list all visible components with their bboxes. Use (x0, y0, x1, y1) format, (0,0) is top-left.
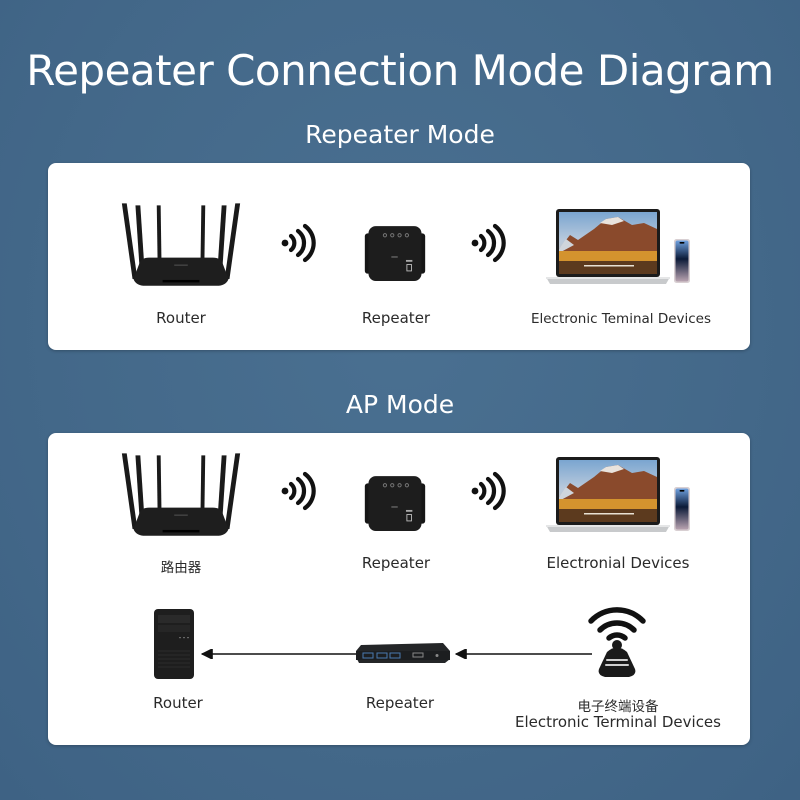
wifi-router-icon (118, 203, 244, 291)
repeater-mode-heading: Repeater Mode (305, 120, 495, 149)
wireless-signal-icon (280, 471, 316, 511)
repeater-mode-panel: Router Repeater Electronic Teminal Devic… (48, 163, 750, 350)
repeater-label: Repeater (361, 554, 431, 572)
connection-arrow (454, 649, 592, 659)
tower-server-icon (152, 607, 196, 681)
laptop-phone-icon (544, 207, 694, 289)
repeater-label: Repeater (365, 694, 435, 712)
repeater-plug-icon (363, 223, 427, 285)
terminal-devices-label: Electronic Teminal Devices (530, 311, 712, 327)
ap-mode-heading: AP Mode (345, 390, 455, 419)
laptop-phone-icon (544, 455, 694, 537)
repeater-label: Repeater (361, 309, 431, 327)
router-label: Router (153, 694, 203, 712)
network-hub-icon (355, 641, 451, 665)
terminal-devices-label: Electronic Terminal Devices (515, 713, 721, 731)
router-cn-label: 路由器 (160, 560, 202, 576)
ap-mode-panel: 路由器 Repeater Electronial Devices Router … (48, 433, 750, 745)
wireless-signal-icon (470, 223, 506, 263)
wireless-signal-icon (280, 223, 316, 263)
repeater-plug-icon (363, 473, 427, 535)
diagram-title: Repeater Connection Mode Diagram (26, 46, 774, 95)
wifi-router-icon (118, 453, 244, 541)
terminal-devices-cn-label: 电子终端设备 (577, 699, 659, 715)
wifi-hotspot-icon (585, 597, 649, 679)
connection-arrow (200, 649, 356, 659)
router-label: Router (156, 309, 206, 327)
electronial-devices-label: Electronial Devices (546, 554, 690, 572)
wireless-signal-icon (470, 471, 506, 511)
